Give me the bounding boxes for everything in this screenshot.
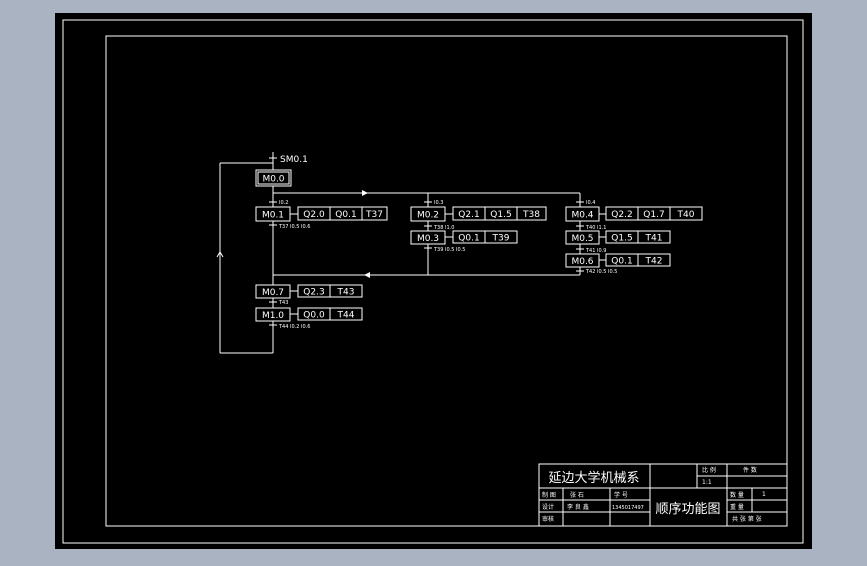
svg-text:M0.2: M0.2 (417, 211, 439, 221)
start-signal-label: SM0.1 (280, 155, 308, 165)
svg-text:共 张 第 张: 共 张 第 张 (732, 515, 762, 523)
svg-text:T39 I0.5 I0.5: T39 I0.5 I0.5 (433, 247, 465, 253)
svg-text:T44 I0.2 I0.6: T44 I0.2 I0.6 (278, 324, 310, 330)
step-m04: M0.4 Q2.2 Q1.7 T40 (565, 206, 703, 222)
action-m06-2: T42 (645, 257, 663, 267)
svg-text:I0.2: I0.2 (279, 200, 288, 206)
inner-frame (105, 35, 788, 527)
svg-text:M0.3: M0.3 (417, 234, 439, 244)
svg-text:M0.5: M0.5 (571, 234, 593, 244)
flow-lines (216, 152, 581, 354)
svg-text:T42 I0.5 I0.5: T42 I0.5 I0.5 (585, 269, 617, 275)
svg-text:件 数: 件 数 (743, 466, 757, 474)
action-m02-3: T38 (522, 210, 540, 220)
outer-border (62, 19, 804, 544)
step-m03: M0.3 Q0.1 T39 (410, 230, 518, 245)
svg-text:审核: 审核 (542, 515, 554, 523)
svg-text:制 图: 制 图 (542, 491, 556, 499)
title-block: 延边大学机械系 比 例 件 数 1:1 制 图 张 石 学 号 设计 李 良 鑫… (538, 463, 788, 527)
action-m05-1: Q1.5 (611, 234, 632, 244)
svg-text:M0.6: M0.6 (571, 257, 593, 267)
svg-text:张 石: 张 石 (570, 491, 584, 499)
step-m00: M0.0 (255, 169, 292, 187)
action-m04-1: Q2.2 (611, 210, 632, 220)
action-m01-2: Q0.1 (335, 210, 356, 220)
step-m06: M0.6 Q0.1 T42 (565, 253, 671, 268)
svg-text:I0.3: I0.3 (434, 200, 443, 206)
step-m02: M0.2 Q2.1 Q1.5 T38 (410, 206, 547, 222)
svg-text:比 例: 比 例 (702, 466, 716, 474)
step-m10: M1.0 Q0.0 T44 (255, 307, 363, 322)
step-m01: M0.1 Q2.0 Q0.1 T37 (255, 206, 388, 222)
svg-text:数 量: 数 量 (730, 491, 744, 499)
action-m05-2: T41 (645, 234, 663, 244)
action-m01-1: Q2.0 (303, 210, 325, 220)
svg-text:重 量: 重 量 (730, 503, 744, 511)
action-m04-3: T40 (677, 210, 695, 220)
action-m03-1: Q0.1 (458, 234, 479, 244)
svg-text:T43: T43 (278, 300, 288, 306)
svg-text:M0.1: M0.1 (262, 211, 284, 221)
action-m04-2: Q1.7 (643, 210, 664, 220)
action-m10-2: T44 (337, 311, 355, 321)
drawing-title: 顺序功能图 (655, 502, 720, 517)
action-m03-2: T39 (492, 234, 510, 244)
svg-text:T38 I1.0: T38 I1.0 (433, 225, 454, 231)
svg-text:学 号: 学 号 (614, 491, 628, 499)
svg-text:设计: 设计 (542, 503, 554, 511)
svg-text:T37 I0.5 I0.6: T37 I0.5 I0.6 (278, 224, 310, 230)
step-m05: M0.5 Q1.5 T41 (565, 230, 671, 245)
svg-text:1: 1 (762, 491, 766, 498)
svg-text:1345017497: 1345017497 (612, 505, 644, 511)
drawing-sheet (55, 13, 812, 549)
transition-bars (269, 157, 584, 326)
svg-text:I0.4: I0.4 (586, 200, 595, 206)
action-m02-2: Q1.5 (490, 210, 511, 220)
svg-text:M0.0: M0.0 (262, 175, 284, 185)
svg-text:M0.4: M0.4 (571, 211, 593, 221)
transition-labels: I0.2 I0.3 I0.4 T37 I0.5 I0.6 T38 I1.0 T3… (278, 200, 617, 330)
action-m02-1: Q2.1 (458, 210, 479, 220)
action-m06-1: Q0.1 (611, 257, 632, 267)
action-m10-1: Q0.0 (303, 311, 325, 321)
step-m07: M0.7 Q2.3 T43 (255, 284, 363, 299)
svg-text:T41 I0.9: T41 I0.9 (585, 248, 606, 254)
svg-text:1:1: 1:1 (702, 479, 712, 486)
action-m01-3: T37 (365, 210, 383, 220)
svg-text:M0.7: M0.7 (262, 288, 284, 298)
school-name: 延边大学机械系 (548, 470, 639, 486)
svg-text:T40 I1.1: T40 I1.1 (585, 225, 606, 231)
svg-text:李 良 鑫: 李 良 鑫 (567, 503, 589, 511)
action-m07-2: T43 (337, 288, 355, 298)
svg-text:M1.0: M1.0 (262, 311, 284, 321)
action-m07-1: Q2.3 (303, 288, 324, 298)
